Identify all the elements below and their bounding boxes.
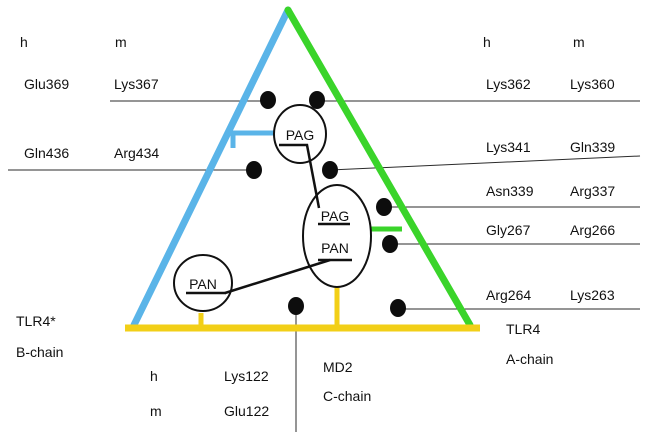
pan-middle-label: PAN — [321, 240, 349, 256]
residue-dot-asn339 — [376, 198, 392, 216]
residue-dot-glu369 — [260, 91, 276, 109]
residue-left-m-2: Arg434 — [114, 145, 159, 161]
residue-right-h-4: Gly267 — [486, 222, 531, 238]
pan-connection-line — [224, 258, 331, 295]
bottom-h-header: h — [150, 368, 158, 384]
left-h-header: h — [20, 34, 28, 50]
a-chain-name: TLR4 — [506, 321, 540, 337]
residue-right-m-3: Arg337 — [570, 183, 615, 199]
residue-right-h-5: Arg264 — [486, 287, 531, 303]
residue-dot-lys122 — [288, 297, 304, 315]
pag-connection-line — [279, 143, 321, 209]
b-chain-label: B-chain — [16, 344, 63, 360]
residue-dot-gln436 — [246, 161, 262, 179]
residue-right-h-1: Lys362 — [486, 76, 531, 92]
left-m-header: m — [115, 34, 127, 50]
residue-dot-lys362 — [309, 91, 325, 109]
c-chain-label: C-chain — [323, 388, 371, 404]
pan-left-node — [173, 254, 233, 312]
residue-bottom-m: Glu122 — [224, 403, 269, 419]
pag-top-label: PAG — [286, 127, 315, 143]
residue-dot-lys341 — [322, 161, 338, 179]
pag-pan-complex-node — [302, 184, 372, 288]
c-chain-name: MD2 — [323, 359, 353, 375]
pan-left-label: PAN — [189, 276, 217, 292]
residue-left-h-2: Gln436 — [24, 145, 69, 161]
a-chain-label: A-chain — [506, 351, 553, 367]
residue-left-m-1: Lys367 — [114, 76, 159, 92]
right-h-header: h — [483, 34, 491, 50]
b-chain-edge — [130, 6, 292, 329]
residue-right-m-2: Gln339 — [570, 139, 615, 155]
residue-right-m-5: Lys263 — [570, 287, 615, 303]
residue-dot-arg264 — [390, 299, 406, 317]
pag-middle-label: PAG — [321, 208, 350, 224]
a-chain-edge — [284, 6, 474, 329]
residue-right-m-1: Lys360 — [570, 76, 615, 92]
residue-right-h-3: Asn339 — [486, 183, 534, 199]
residue-dot-gly267 — [382, 235, 398, 253]
bottom-m-header: m — [150, 403, 162, 419]
residue-right-h-2: Lys341 — [486, 139, 531, 155]
residue-left-h-1: Glu369 — [24, 76, 69, 92]
residue-bottom-h: Lys122 — [224, 368, 269, 384]
right-m-header: m — [573, 34, 585, 50]
residue-dots — [246, 91, 406, 317]
b-chain-name: TLR4* — [16, 313, 56, 329]
residue-right-m-4: Arg266 — [570, 222, 615, 238]
pag-top-node — [273, 104, 327, 164]
